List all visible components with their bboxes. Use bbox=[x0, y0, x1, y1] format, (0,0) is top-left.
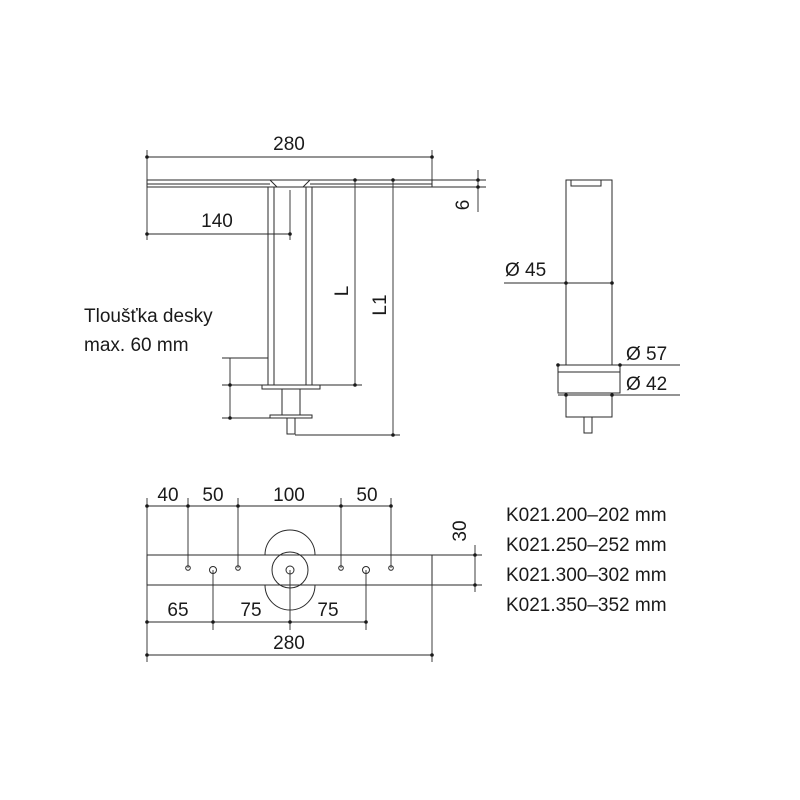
end-tube bbox=[565, 179, 613, 366]
dim-50-left-label: 50 bbox=[202, 485, 223, 506]
top-view: 40 50 100 50 30 65 75 75 280 bbox=[145, 485, 482, 662]
end-slot bbox=[570, 179, 602, 187]
leg-tube bbox=[267, 187, 313, 385]
end-collar bbox=[565, 392, 613, 418]
note-leader bbox=[222, 357, 270, 419]
dim-overall-line bbox=[147, 585, 433, 662]
variant-item: K021.350–352 mm bbox=[506, 595, 667, 616]
dim-100-label: 100 bbox=[273, 485, 305, 506]
dim-L-line bbox=[320, 180, 362, 386]
side-view: 280 140 6 L L1 Tloušťka desky max. 60 mm bbox=[84, 134, 486, 437]
dim-6-label: 6 bbox=[453, 200, 474, 211]
dim-L1-label: L1 bbox=[370, 294, 391, 315]
end-pin bbox=[583, 416, 593, 434]
foot-plate bbox=[261, 384, 321, 390]
dim-d57-label: Ø 57 bbox=[626, 344, 667, 365]
dim-L1-line bbox=[295, 180, 400, 436]
variant-list: K021.200–202 mm K021.250–252 mm K021.300… bbox=[506, 505, 667, 616]
variant-item: K021.250–252 mm bbox=[506, 535, 667, 556]
dim-75-left-label: 75 bbox=[240, 600, 261, 621]
note-max-thickness: max. 60 mm bbox=[84, 335, 189, 356]
foot-pin bbox=[286, 417, 296, 435]
dim-75-right-label: 75 bbox=[317, 600, 338, 621]
dim-280-label: 280 bbox=[273, 134, 305, 155]
note-desk-thickness: Tloušťka desky bbox=[84, 306, 213, 327]
end-foot bbox=[557, 364, 621, 394]
dim-L-label: L bbox=[332, 286, 353, 297]
dim-280-line bbox=[146, 150, 433, 180]
dim-140-line bbox=[146, 187, 291, 240]
top-plate bbox=[146, 179, 433, 188]
dim-30-label: 30 bbox=[450, 520, 471, 541]
plate-notches bbox=[269, 179, 311, 188]
dim-chain-top bbox=[146, 498, 392, 568]
dim-overall-label: 280 bbox=[273, 633, 305, 654]
dim-d42-label: Ø 42 bbox=[626, 374, 667, 395]
variant-item: K021.200–202 mm bbox=[506, 505, 667, 526]
dim-65-label: 65 bbox=[167, 600, 188, 621]
dim-40-label: 40 bbox=[157, 485, 178, 506]
end-view: Ø 45 Ø 57 Ø 42 bbox=[504, 179, 680, 434]
foot-stem bbox=[281, 388, 301, 416]
top-plate-outline bbox=[146, 554, 433, 586]
dim-d45-label: Ø 45 bbox=[505, 260, 546, 281]
dim-140-label: 140 bbox=[201, 211, 233, 232]
dim-50-right-label: 50 bbox=[356, 485, 377, 506]
variant-item: K021.300–302 mm bbox=[506, 565, 667, 586]
